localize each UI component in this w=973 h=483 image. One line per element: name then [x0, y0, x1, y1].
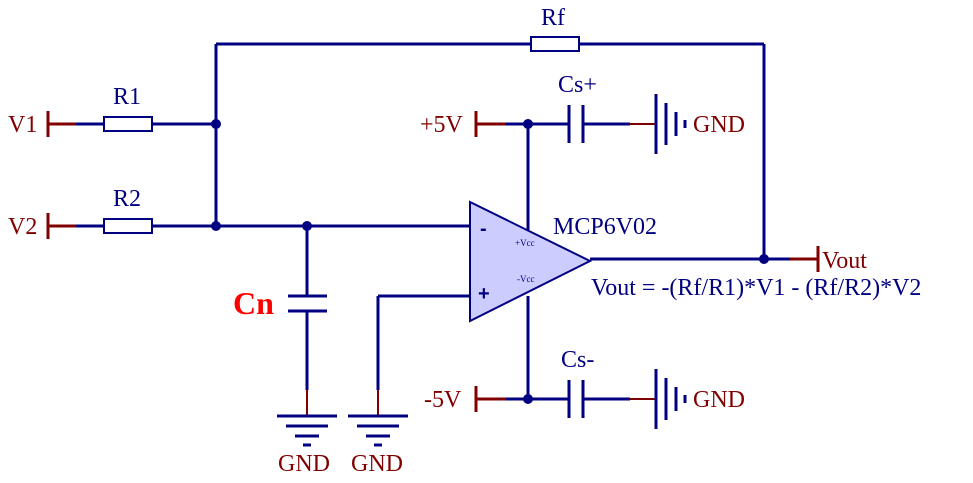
- opamp-vcc-neg-label: -Vcc: [517, 274, 535, 284]
- resistor-r1: R1: [103, 84, 153, 132]
- junction-dots: [211, 119, 769, 404]
- capacitor-cn-label: Cn: [233, 285, 274, 321]
- resistor-r2-label: R2: [113, 186, 141, 212]
- capacitor-cs-minus: Cs-: [561, 347, 594, 418]
- port-vout: Vout: [790, 246, 867, 274]
- ground-label: GND: [693, 112, 745, 138]
- port-v2-label: V2: [8, 214, 37, 240]
- junction-dot: [759, 254, 769, 264]
- ground-symbol-noninv: GND: [348, 390, 408, 477]
- capacitor-cn: Cn: [233, 285, 327, 321]
- port-v2: V2: [8, 213, 76, 240]
- ground-label: GND: [693, 387, 745, 413]
- power-pos-5v: +5V: [420, 111, 506, 138]
- opamp-noninverting-sign: +: [478, 283, 490, 305]
- opamp-part-label: MCP6V02: [553, 214, 657, 240]
- ground-symbol-right-top: GND: [630, 94, 745, 154]
- opamp-triangle: [469, 200, 593, 323]
- power-neg-label: -5V: [424, 387, 462, 413]
- opamp-inverting-sign: -: [480, 218, 487, 240]
- output-formula: Vout = -(Rf/R1)*V1 - (Rf/R2)*V2: [591, 275, 921, 301]
- capacitor-cs-minus-label: Cs-: [561, 347, 594, 373]
- resistor-r2: R2: [103, 186, 153, 234]
- junction-dot: [211, 119, 221, 129]
- junction-dot: [302, 221, 312, 231]
- opamp-mcp6v02: - + +Vcc -Vcc MCP6V02: [469, 200, 657, 323]
- ground-symbol-right-bottom: GND: [630, 369, 745, 429]
- capacitor-cs-plus-label: Cs+: [558, 72, 597, 98]
- port-v1: V1: [8, 111, 76, 138]
- junction-dot: [523, 394, 533, 404]
- port-vout-label: Vout: [822, 248, 867, 274]
- capacitor-cs-plus: Cs+: [558, 72, 597, 143]
- resistor-r1-label: R1: [113, 84, 141, 110]
- junction-dot: [523, 119, 533, 129]
- wires: [76, 42, 790, 401]
- resistor-rf: Rf: [530, 5, 580, 52]
- resistor-rf-label: Rf: [541, 5, 565, 31]
- junction-dot: [211, 221, 221, 231]
- ground-label: GND: [278, 451, 330, 477]
- power-pos-label: +5V: [420, 112, 464, 138]
- ground-symbol-cn: GND: [277, 390, 337, 477]
- power-neg-5v: -5V: [424, 386, 506, 413]
- port-v1-label: V1: [8, 112, 37, 138]
- ground-label: GND: [351, 451, 403, 477]
- opamp-vcc-pos-label: +Vcc: [515, 238, 535, 248]
